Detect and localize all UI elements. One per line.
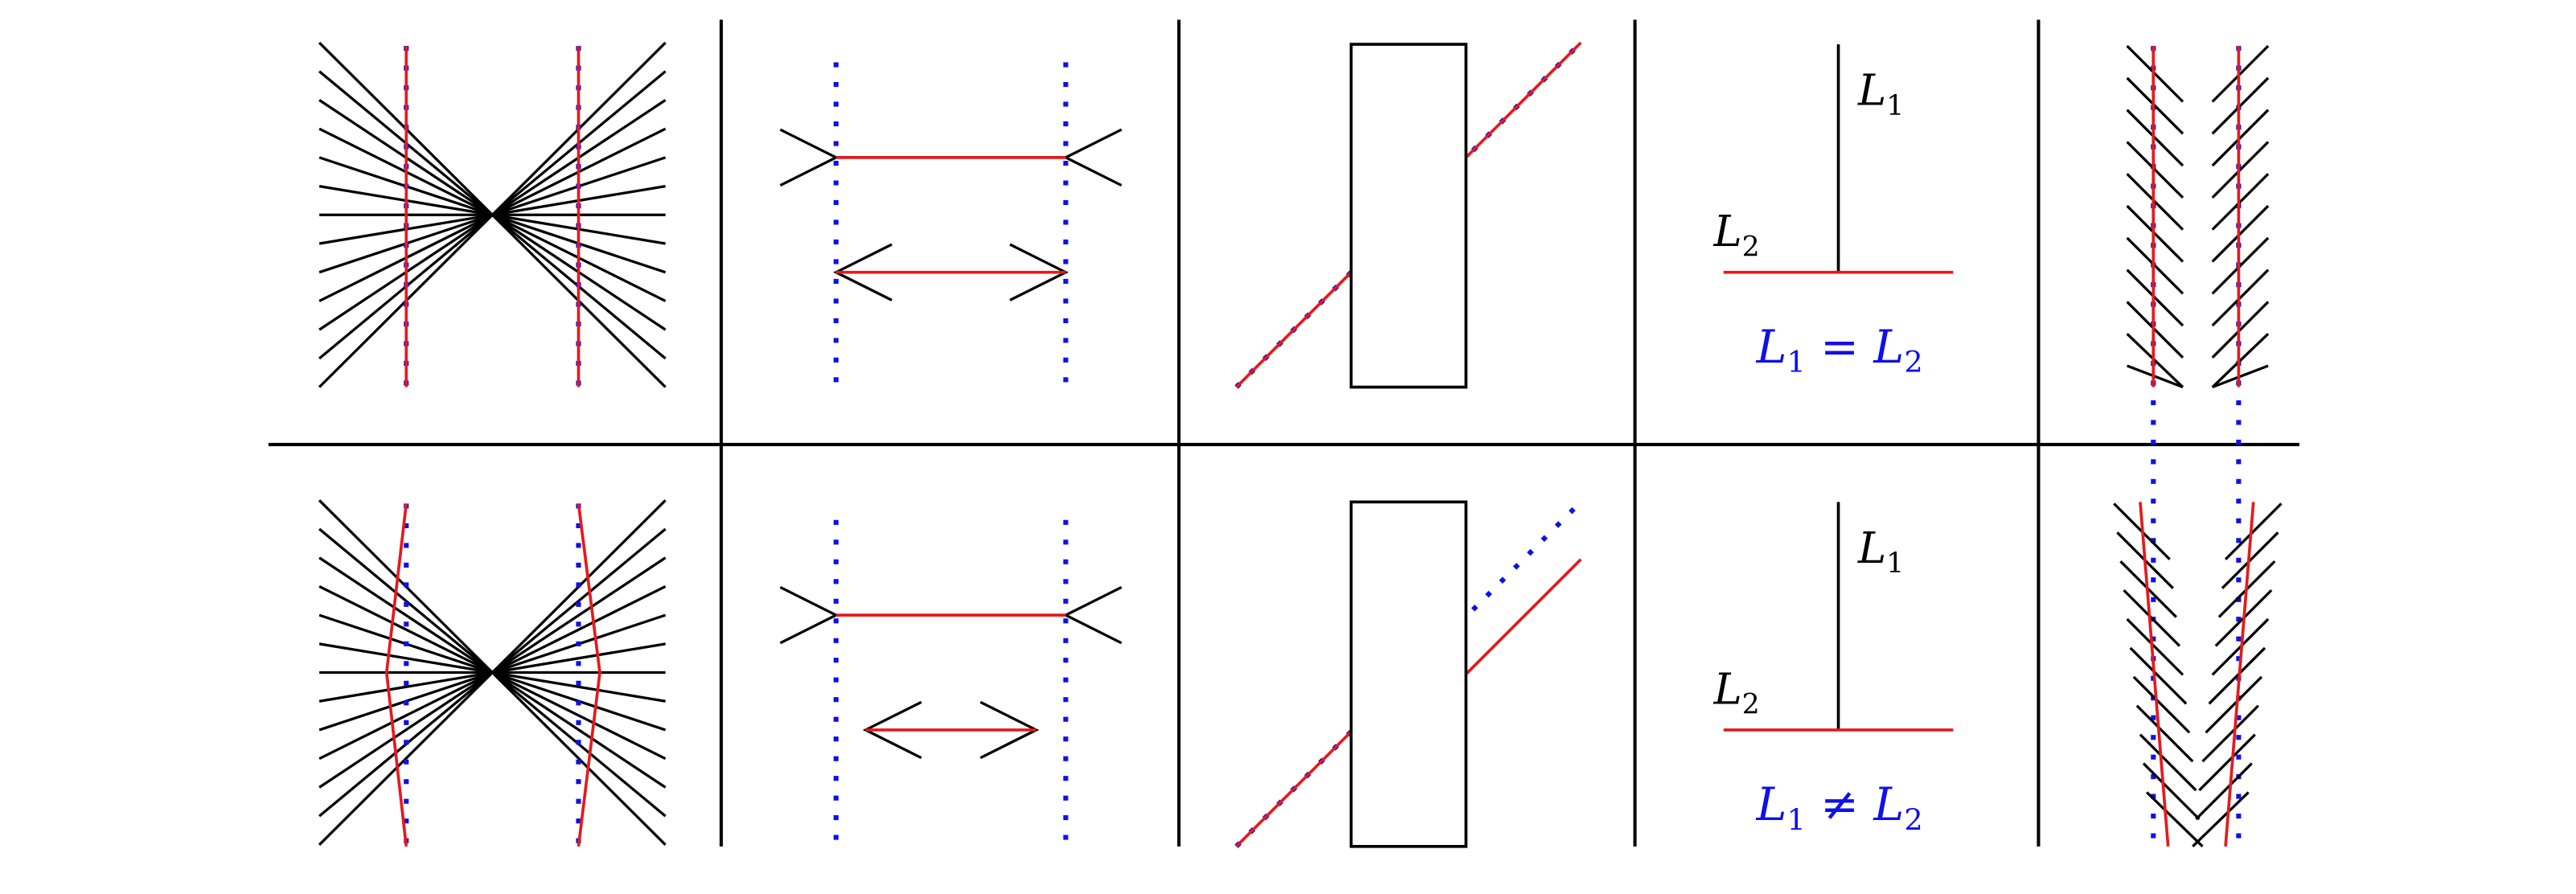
zollner-hatch [2211,301,2270,359]
zollner-hatch [2224,502,2283,560]
zollner-bottom-real-lines [2139,502,2255,847]
muller-lyer-top [779,62,1122,388]
zollner-hatch [2126,333,2184,388]
muller-lyer-top-reference-lines [833,62,1069,388]
zollner-hatch [2212,364,2269,389]
zollner-hatch [2211,269,2270,327]
muller-lyer-top-shafts [835,156,1066,274]
muller-lyer-top-fins [779,128,1122,301]
zollner-hatch [2198,733,2256,792]
zollner-hatch [2195,762,2253,821]
zollner-hatch [2126,44,2184,103]
zollner-hatch [2211,204,2270,263]
zollner-hatch [2126,617,2184,676]
hering-bottom [318,499,667,847]
zollner-hatch [2211,76,2270,135]
zollner-hatch [2129,646,2188,705]
poggendorff-bottom-occluder [1349,500,1468,848]
hering-ray [318,499,667,846]
poggendorff-top-occluder [1349,43,1468,389]
zollner-hatch [2142,762,2201,821]
zollner-hatch [2126,76,2184,135]
zollner-hatch [2126,204,2184,263]
hering-ray [318,41,667,388]
muller-lyer-bottom [779,519,1122,847]
hering-bottom-real-lines [384,503,601,847]
zollner-hatch [2126,173,2184,231]
zollner-bottom-hatches [2113,502,2283,848]
zollner-hatch [2126,269,2184,327]
zollner-hatch [2211,236,2270,295]
hering-bottom-rays [318,499,667,846]
vh-top-label-l1: L1 [1857,66,1904,122]
poggendorff-top-real-segments [1235,41,1582,388]
zollner-hatch [2208,646,2266,705]
zollner-hatch [2126,141,2184,199]
zollner-hatch [2211,333,2270,388]
zollner-hatch [2123,588,2181,647]
zollner-top-hatches [2126,44,2270,389]
zollner-hatch [2126,109,2184,167]
zollner-hatch [2211,141,2270,199]
hering-top-rays [318,41,667,388]
poggendorff-bottom [1234,500,1583,848]
vh-top-caption: L1=L2 [1756,321,1923,379]
zollner-hatch [2211,44,2270,103]
zollner-hatch [2139,733,2197,792]
vh-bottom-caption: L1≠L2 [1756,778,1923,837]
zollner-hatch [2192,791,2250,848]
muller-lyer-bottom-fins [779,585,1122,760]
vh-bottom-label-l2: L2 [1713,664,1759,720]
grid-lines [268,19,2299,847]
zollner-bottom [2113,502,2283,848]
muller-lyer-bottom-shafts [835,613,1066,732]
zollner-hatch [2145,791,2204,848]
zollner-top [2126,44,2270,389]
muller-lyer-bottom-reference-lines [833,519,1069,847]
zollner-top-real-lines [2151,46,2241,388]
hering-top [318,41,667,388]
vh-top-label-l2: L2 [1713,207,1759,263]
hering-bottom-reference-lines [404,503,581,847]
zollner-hatch [2132,675,2191,734]
vertical-horizontal-top: L1 L2 L1=L2 [1713,44,1954,379]
zollner-hatch [2127,364,2184,389]
zollner-hatch [2126,236,2184,295]
poggendorff-bottom-real-segments [1235,558,1582,848]
zollner-hatch [2201,704,2260,763]
zollner-hatch [2205,675,2263,734]
vh-bottom-label-l1: L1 [1857,523,1904,580]
zollner-hatch [2135,704,2194,763]
zollner-hatch [2211,109,2270,167]
hering-top-real-lines [404,46,580,388]
poggendorff-top [1234,40,1583,389]
vertical-horizontal-bottom: L1 L2 L1≠L2 [1713,502,1954,837]
zollner-hatch [2211,173,2270,231]
zollner-hatch [2126,301,2184,359]
